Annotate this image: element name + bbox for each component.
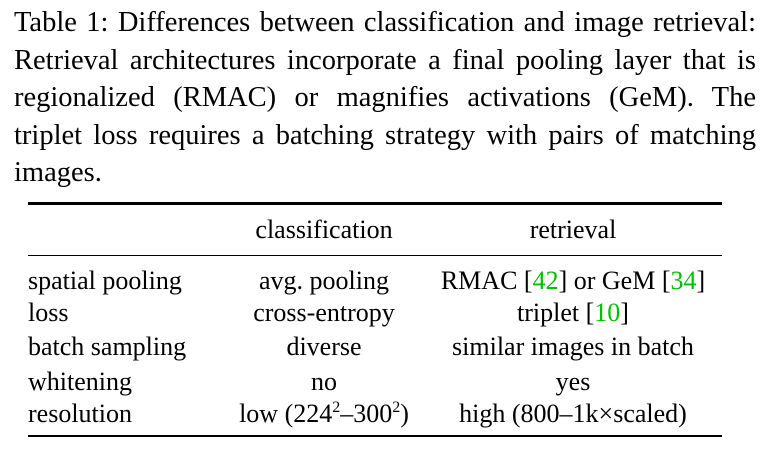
row-classification: cross-entropy: [253, 297, 395, 327]
row-retrieval: RMAC [42] or GeM [34]: [424, 256, 722, 296]
citation-link[interactable]: 10: [594, 297, 621, 327]
retrieval-text: ] or GeM [: [558, 265, 671, 295]
retrieval-text: ]: [620, 297, 629, 327]
row-property: loss: [28, 297, 69, 327]
resolution-text: ): [400, 398, 409, 428]
row-classification: diverse: [286, 332, 362, 362]
table-row: spatial pooling avg. pooling RMAC [42] o…: [28, 256, 722, 296]
comparison-table: classification retrieval spatial pooling…: [28, 202, 722, 438]
row-property: batch sampling: [28, 332, 187, 362]
resolution-text: –300: [340, 398, 393, 428]
retrieval-text: triplet [: [517, 297, 595, 327]
citation-link[interactable]: 42: [532, 265, 559, 295]
row-classification: avg. pooling: [259, 265, 389, 295]
row-classification: no: [311, 366, 337, 396]
table-row: whitening no yes: [28, 364, 722, 398]
retrieval-text: RMAC [: [440, 265, 533, 295]
row-retrieval: triplet [10]: [424, 296, 722, 330]
row-property: whitening: [28, 366, 132, 396]
retrieval-text: ]: [696, 265, 706, 295]
table-mid-rule: [28, 254, 722, 256]
row-retrieval: similar images in batch: [452, 332, 694, 362]
table-bottom-rule: [28, 434, 722, 438]
table-caption: Table 1: Differences between classificat…: [14, 4, 756, 192]
citation-link[interactable]: 34: [670, 265, 697, 295]
row-classification: low (2242–3002): [224, 399, 424, 435]
row-retrieval: high (800–1k×scaled): [459, 398, 687, 428]
row-property: spatial pooling: [28, 265, 182, 295]
row-retrieval: yes: [555, 366, 591, 396]
superscript: 2: [392, 398, 401, 416]
header-empty: [28, 205, 224, 255]
table-row: batch sampling diverse similar images in…: [28, 330, 722, 364]
row-property: resolution: [28, 398, 132, 428]
table-grid: classification retrieval spatial pooling…: [28, 205, 722, 435]
header-retrieval: retrieval: [529, 214, 617, 244]
resolution-text: low (224: [239, 398, 333, 428]
table-row: resolution low (2242–3002) high (800–1k×…: [28, 399, 722, 435]
superscript: 2: [332, 398, 341, 416]
header-classification: classification: [255, 214, 393, 244]
table-row: loss cross-entropy triplet [10]: [28, 296, 722, 330]
caption-label: Table 1:: [14, 7, 109, 38]
table-header-row: classification retrieval: [28, 205, 722, 255]
table-mid-rule-line: [28, 254, 722, 256]
caption-text: Differences between classification and i…: [14, 7, 757, 188]
table-top-rule: [28, 202, 722, 205]
